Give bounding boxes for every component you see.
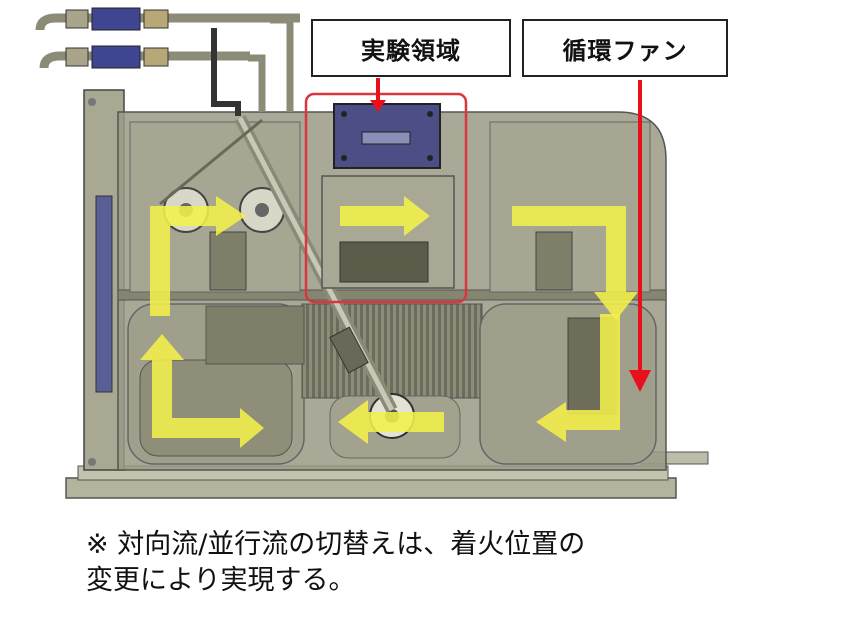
- footnote-line-2: 変更により実現する。: [86, 565, 356, 596]
- flow-arrow-experiment: [340, 196, 430, 236]
- experiment-area-label: 実験領域: [311, 19, 511, 77]
- fan-pointer-arrow: [629, 80, 651, 392]
- flow-arrows: [140, 196, 638, 448]
- pipes: [35, 7, 300, 116]
- experiment-area-highlight: [304, 92, 468, 304]
- footnote: ※ 対向流/並行流の切替えは、着火位置の 変更により実現する。: [86, 527, 806, 599]
- experiment-chamber: [321, 103, 455, 289]
- flow-arrow-bottom-left: [140, 334, 264, 448]
- diagonal-shaft: [159, 115, 398, 413]
- circulation-fan-label: 循環ファン: [522, 19, 728, 77]
- flow-arrow-right-down: [536, 314, 620, 442]
- experiment-pointer-arrow: [370, 78, 386, 112]
- flow-arrow-top-right: [512, 206, 638, 320]
- flow-arrow-bottom-center: [338, 400, 444, 444]
- footnote-line-1: ※ 対向流/並行流の切替えは、着火位置の: [86, 529, 586, 560]
- flow-arrow-top-left: [150, 196, 246, 316]
